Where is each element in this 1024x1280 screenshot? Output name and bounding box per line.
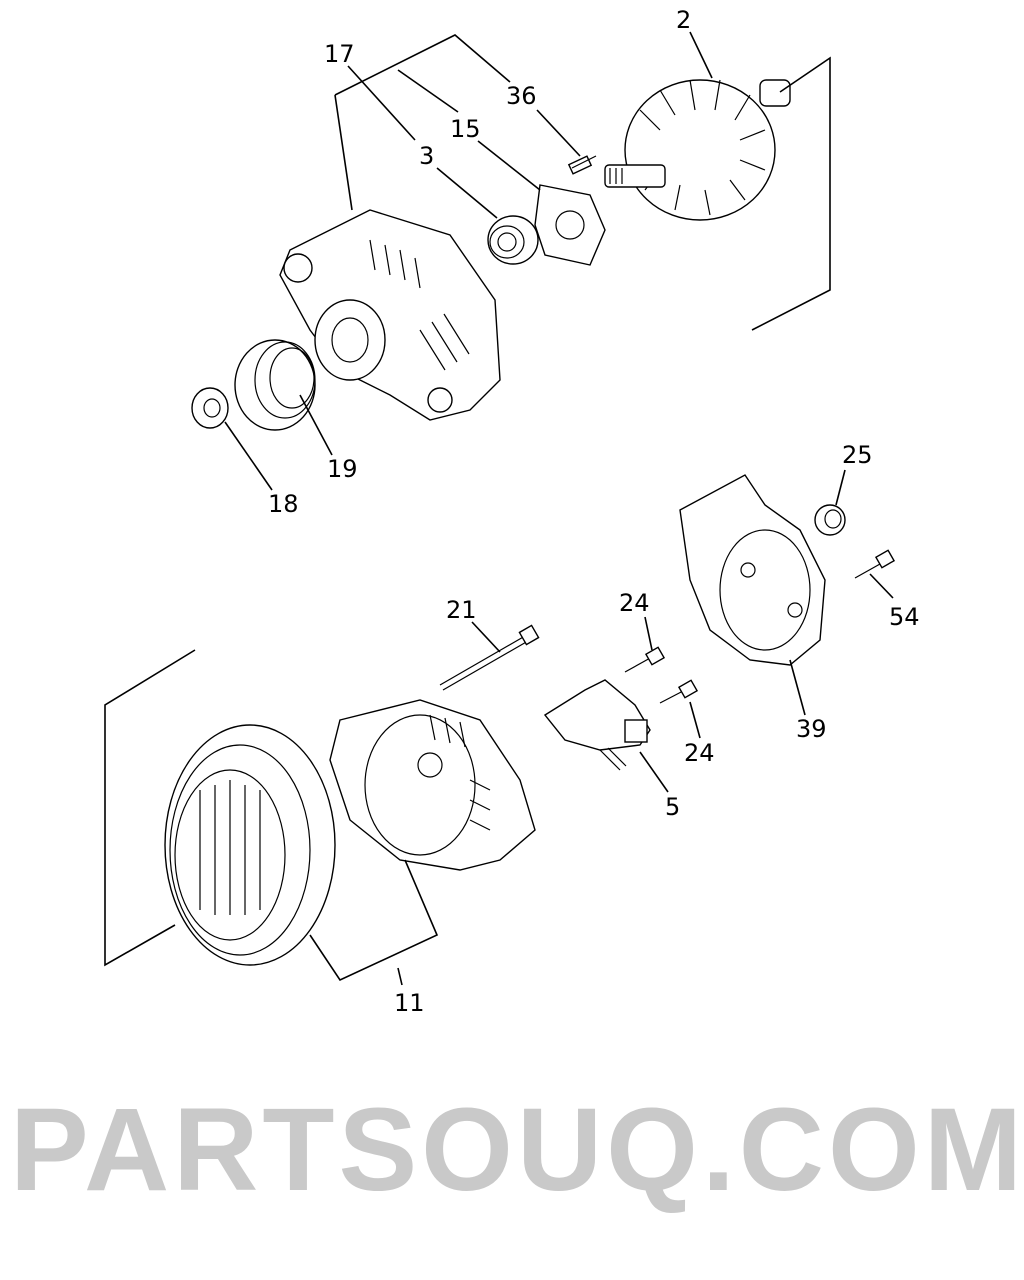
callout-17[interactable]: 17 (324, 40, 355, 68)
callout-36[interactable]: 36 (506, 82, 537, 110)
part-rear-housing[interactable] (329, 699, 536, 871)
part-bearing[interactable] (487, 215, 539, 265)
part-stator[interactable] (164, 724, 336, 966)
callout-19[interactable]: 19 (327, 455, 358, 483)
callout-labels: 17 2 36 15 3 19 18 25 21 24 54 24 39 5 1… (268, 6, 920, 1017)
callout-54[interactable]: 54 (889, 603, 920, 631)
part-retainer-plate[interactable] (534, 184, 606, 266)
part-cap[interactable] (814, 504, 846, 536)
part-pulley[interactable] (234, 339, 316, 431)
leader-lines (104, 31, 894, 986)
callout-39[interactable]: 39 (796, 715, 827, 743)
callout-24-lower[interactable]: 24 (684, 739, 715, 767)
part-front-housing[interactable] (279, 209, 501, 421)
part-regulator[interactable] (543, 679, 651, 771)
part-screw-36[interactable] (567, 155, 597, 175)
part-nut[interactable] (191, 387, 229, 429)
watermark: PARTSOUQ.COM (10, 1084, 1024, 1216)
callout-11[interactable]: 11 (394, 989, 425, 1017)
part-rotor[interactable] (604, 79, 791, 221)
part-rear-cover[interactable] (679, 474, 826, 666)
part-screw-24-lower[interactable] (659, 679, 699, 704)
callout-25[interactable]: 25 (842, 441, 873, 469)
callout-18[interactable]: 18 (268, 490, 299, 518)
callout-21[interactable]: 21 (446, 596, 477, 624)
part-screw-24-upper[interactable] (624, 646, 666, 673)
callout-3[interactable]: 3 (419, 142, 434, 170)
callout-2[interactable]: 2 (676, 6, 691, 34)
callout-15[interactable]: 15 (450, 115, 481, 143)
part-through-bolt[interactable] (439, 624, 540, 691)
callout-24-upper[interactable]: 24 (619, 589, 650, 617)
part-screw-54[interactable] (854, 549, 896, 579)
callout-5[interactable]: 5 (665, 793, 680, 821)
